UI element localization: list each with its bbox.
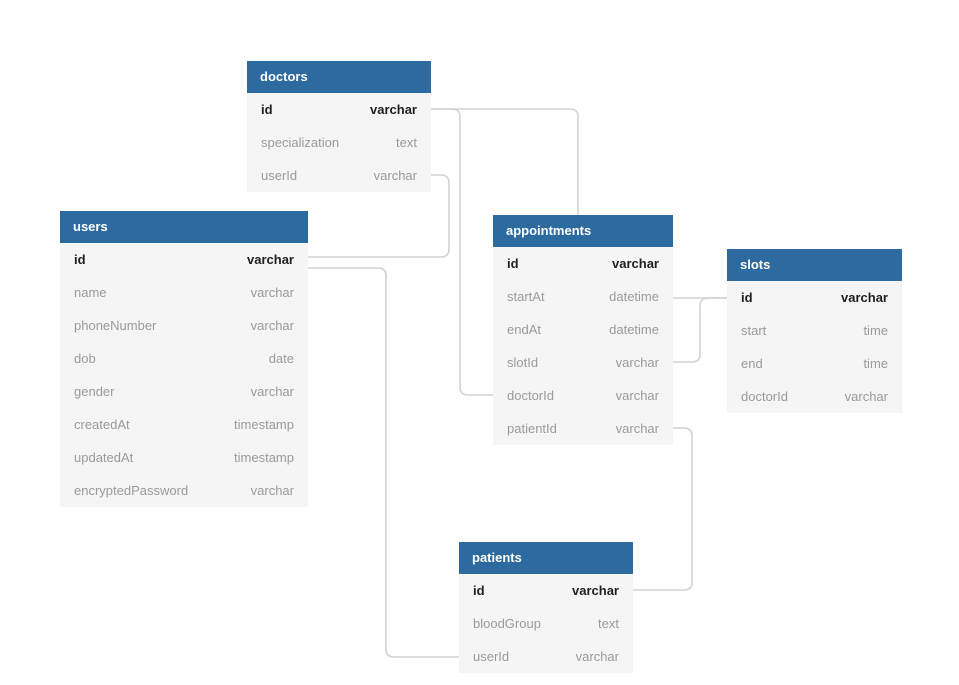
field-type: varchar: [250, 483, 294, 498]
field-name: slotId: [507, 355, 539, 370]
field-type: datetime: [609, 289, 659, 304]
field-name: id: [507, 256, 519, 271]
field-type: varchar: [250, 384, 294, 399]
field-type: varchar: [615, 421, 659, 436]
field-row-slots-doctorId[interactable]: doctorId varchar: [727, 380, 902, 413]
field-name: userId: [261, 168, 298, 183]
table-header-doctors[interactable]: doctors: [247, 61, 431, 93]
field-row-slots-id[interactable]: id varchar: [727, 281, 902, 314]
field-row-appointments-slotId[interactable]: slotId varchar: [493, 346, 673, 379]
field-name: start: [741, 323, 767, 338]
field-type: time: [863, 356, 888, 371]
field-type: varchar: [612, 256, 659, 271]
field-row-users-name[interactable]: name varchar: [60, 276, 308, 309]
field-name: patientId: [507, 421, 557, 436]
field-row-appointments-patientId[interactable]: patientId varchar: [493, 412, 673, 445]
field-name: startAt: [507, 289, 545, 304]
field-row-slots-end[interactable]: end time: [727, 347, 902, 380]
field-row-users-phoneNumber[interactable]: phoneNumber varchar: [60, 309, 308, 342]
relationship-line-appointments.slotId-to-slots.id[interactable]: [673, 297, 727, 363]
field-row-users-encryptedPassword[interactable]: encryptedPassword varchar: [60, 474, 308, 507]
field-type: varchar: [370, 102, 417, 117]
field-type: varchar: [250, 285, 294, 300]
field-name: name: [74, 285, 107, 300]
field-row-users-createdAt[interactable]: createdAt timestamp: [60, 408, 308, 441]
field-type: varchar: [575, 649, 619, 664]
table-slots[interactable]: slots id varchar start time end time doctorId va…: [727, 249, 902, 413]
field-row-doctors-specialization[interactable]: specialization text: [247, 126, 431, 159]
field-type: varchar: [844, 389, 888, 404]
field-type: text: [396, 135, 417, 150]
relationship-line-doctors.userId-to-users.id[interactable]: [308, 174, 450, 258]
field-name: dob: [74, 351, 96, 366]
relationship-line-users.id-to-patients.userId[interactable]: [308, 267, 459, 658]
field-type: datetime: [609, 322, 659, 337]
field-row-slots-start[interactable]: start time: [727, 314, 902, 347]
field-name: createdAt: [74, 417, 130, 432]
field-type: varchar: [615, 388, 659, 403]
field-name: specialization: [261, 135, 340, 150]
field-name: endAt: [507, 322, 541, 337]
table-users[interactable]: users id varchar name varchar phoneNumber varc…: [60, 211, 308, 507]
field-type: varchar: [247, 252, 294, 267]
field-row-doctors-userId[interactable]: userId varchar: [247, 159, 431, 192]
field-type: varchar: [373, 168, 417, 183]
field-name: doctorId: [507, 388, 554, 403]
field-name: id: [74, 252, 86, 267]
relationship-line-appointments.patientId-to-patients.id[interactable]: [633, 427, 693, 591]
field-row-users-dob[interactable]: dob date: [60, 342, 308, 375]
field-row-patients-bloodGroup[interactable]: bloodGroup text: [459, 607, 633, 640]
field-name: end: [741, 356, 763, 371]
field-type: timestamp: [234, 417, 294, 432]
field-name: encryptedPassword: [74, 483, 189, 498]
field-name: userId: [473, 649, 510, 664]
field-type: date: [268, 351, 294, 366]
field-type: varchar: [615, 355, 659, 370]
table-header-appointments[interactable]: appointments: [493, 215, 673, 247]
field-type: varchar: [841, 290, 888, 305]
field-name: id: [741, 290, 753, 305]
field-row-patients-userId[interactable]: userId varchar: [459, 640, 633, 673]
field-row-users-gender[interactable]: gender varchar: [60, 375, 308, 408]
field-name: id: [261, 102, 273, 117]
field-name: id: [473, 583, 485, 598]
field-type: varchar: [572, 583, 619, 598]
field-row-appointments-startAt[interactable]: startAt datetime: [493, 280, 673, 313]
table-header-slots[interactable]: slots: [727, 249, 902, 281]
field-row-doctors-id[interactable]: id varchar: [247, 93, 431, 126]
relationship-line-doctors.id-to-appointments.doctorId[interactable]: [431, 108, 493, 396]
field-row-users-id[interactable]: id varchar: [60, 243, 308, 276]
field-type: text: [598, 616, 619, 631]
field-type: time: [863, 323, 888, 338]
table-doctors[interactable]: doctors id varchar specialization text userId…: [247, 61, 431, 192]
table-patients[interactable]: patients id varchar bloodGroup text userId var…: [459, 542, 633, 673]
field-name: phoneNumber: [74, 318, 157, 333]
table-header-patients[interactable]: patients: [459, 542, 633, 574]
field-row-appointments-id[interactable]: id varchar: [493, 247, 673, 280]
field-row-appointments-endAt[interactable]: endAt datetime: [493, 313, 673, 346]
field-row-patients-id[interactable]: id varchar: [459, 574, 633, 607]
field-name: doctorId: [741, 389, 788, 404]
table-header-users[interactable]: users: [60, 211, 308, 243]
field-type: timestamp: [234, 450, 294, 465]
field-type: varchar: [250, 318, 294, 333]
field-name: gender: [74, 384, 115, 399]
field-row-appointments-doctorId[interactable]: doctorId varchar: [493, 379, 673, 412]
field-row-users-updatedAt[interactable]: updatedAt timestamp: [60, 441, 308, 474]
field-name: bloodGroup: [473, 616, 541, 631]
field-name: updatedAt: [74, 450, 134, 465]
